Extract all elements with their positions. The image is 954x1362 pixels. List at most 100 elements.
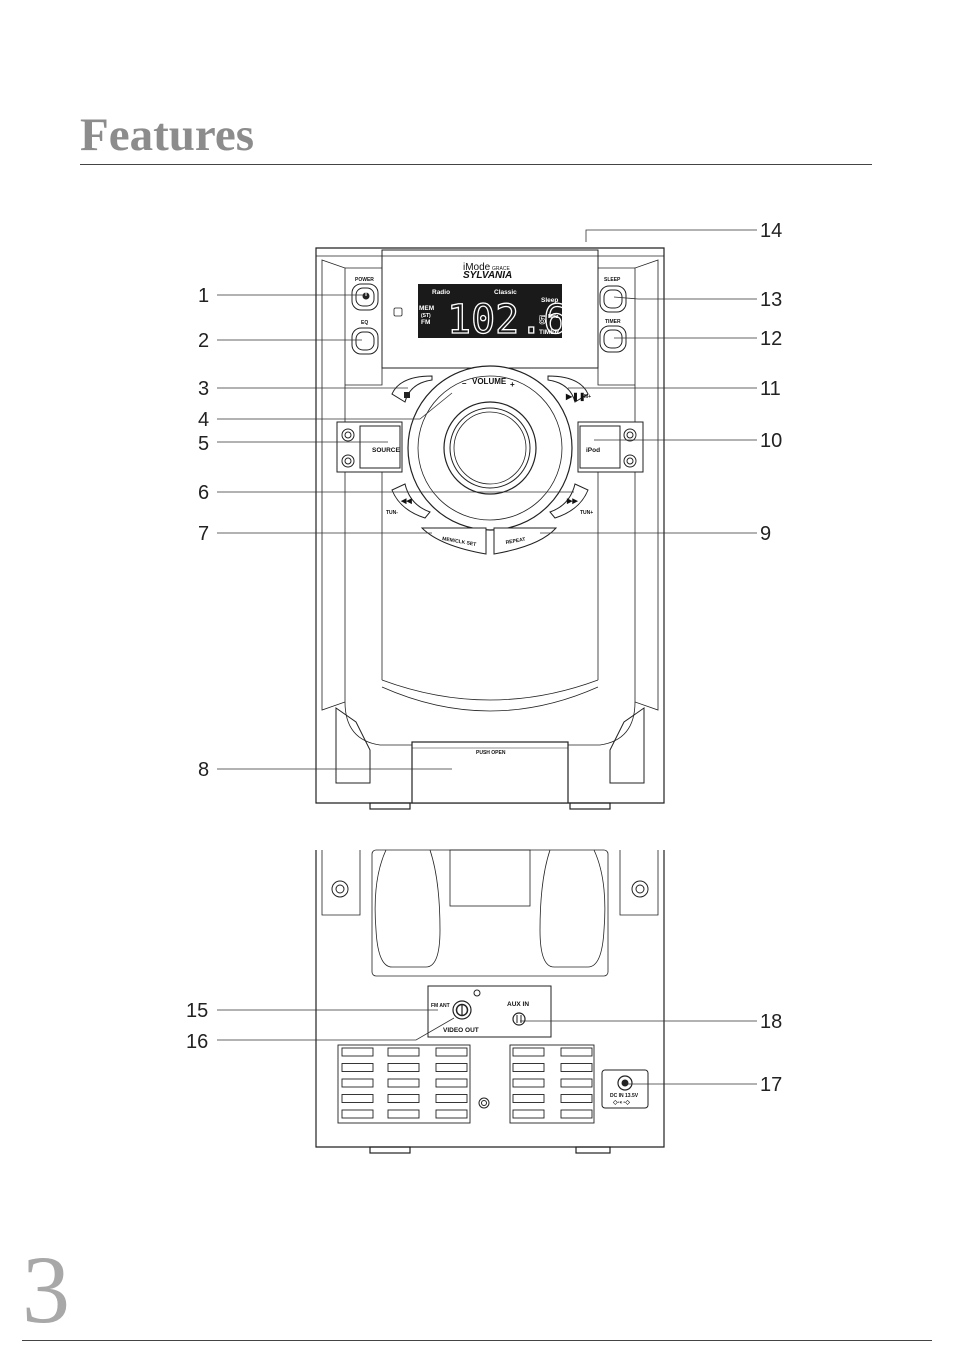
vent-slot [341,1078,374,1088]
vent-frame [337,1044,471,1124]
vent-slot [560,1047,593,1057]
brand-imode-sub: GRACE [492,266,510,272]
footer-divider [22,1340,932,1341]
display-sleep: Sleep [541,297,558,304]
dc-in-jack[interactable]: DC IN 13.5V ◇-◐-◇ [601,1069,649,1109]
sleep-button[interactable]: SLEEP [599,277,627,313]
callout-number-13: 13 [760,289,782,311]
callout-number-15: 15 [186,1000,208,1022]
vent-slot [387,1063,420,1072]
tun-plus-label: TUN+ [580,510,593,516]
callout-number-1: 1 [198,285,209,307]
prev-icon: ◀◀ [400,498,412,505]
ipod-button-assembly[interactable]: iPod [577,421,644,473]
vent-slot [435,1063,468,1072]
ipod-label: iPod [586,447,600,454]
vent-slot [560,1078,593,1088]
page-number: 3 [22,1236,70,1343]
display-radio: Radio [432,289,450,296]
play-pause-button[interactable] [547,375,589,403]
callout-number-10: 10 [760,430,782,452]
vent-slot [387,1047,420,1057]
tun-minus-label: TUN- [386,510,398,516]
vent-slot [512,1063,545,1072]
vent-slot [387,1094,420,1103]
m-plus-label: M+ [584,394,591,400]
cd-door[interactable]: PUSH OPEN [411,741,569,804]
volume-minus: – [462,379,467,388]
rear-screw-left [331,880,349,898]
eq-label: EQ [361,320,368,326]
callout-number-9: 9 [760,523,771,545]
vent-slot [512,1047,545,1057]
vent-slot [560,1063,593,1072]
video-out-label: VIDEO OUT [443,1027,479,1034]
play-pause-icon: ▶❚❚ [565,392,586,402]
vent-slot [435,1094,468,1103]
title-divider [80,164,872,165]
remote-sensor [393,307,403,317]
source-button-assembly[interactable]: SOURCE [336,421,403,473]
vent-slot [341,1094,374,1103]
rear-center-screw [478,1097,490,1109]
power-label: POWER [355,277,374,283]
next-icon: ▶▶ [566,498,578,505]
power-button[interactable]: POWER [351,277,379,311]
vent-slot [512,1094,545,1103]
front-cabinet-outline [315,247,665,804]
vent-slot [560,1109,593,1119]
callout-number-5: 5 [198,433,209,455]
page-title: Features [80,109,255,161]
callout-number-16: 16 [186,1031,208,1053]
fm-antenna-jack[interactable] [452,1000,472,1020]
brand-imode: iMode [463,262,491,273]
brand-sylvania: SYLVANIA [463,270,512,281]
display-unit: MHz [548,314,559,320]
right-bottom-slot [609,707,645,784]
repeat-button[interactable]: REPEAT [493,527,558,555]
timer-button[interactable]: TIMER [599,319,627,353]
callout-leader-16 [217,1017,455,1041]
vent-slot [435,1047,468,1057]
eq-button[interactable]: EQ [351,320,379,355]
vent-slot [341,1063,374,1072]
mem-clk-set-button[interactable]: MEM/CLK SET [420,527,487,555]
display-mem: MEM [419,305,434,312]
fm-ant-label: FM ANT [431,1003,450,1009]
display-frequency: 102.6 [447,297,567,343]
vent-slot [341,1047,374,1057]
vent-slot [512,1078,545,1088]
push-open-label: PUSH OPEN [476,750,506,756]
vent-slot [435,1109,468,1119]
timer-label: TIMER [605,319,621,325]
rear-screw-right [631,880,649,898]
vent-slot [387,1078,420,1088]
display-fm: FM [421,319,430,326]
display-small-digit: 5 [539,313,546,327]
callout-leader-13 [613,296,757,300]
front-unit [315,247,665,810]
volume-dial[interactable] [407,365,573,531]
vent-slot [341,1109,374,1119]
volume-label: VOLUME [472,377,507,386]
stop-icon [404,392,410,398]
callout-leader-14 [585,229,757,242]
callout-number-4: 4 [198,409,209,431]
callout-leader-4 [217,392,453,420]
callout-number-2: 2 [198,330,209,352]
callout-number-7: 7 [198,523,209,545]
sleep-label: SLEEP [604,277,621,283]
display-st: (ST) [421,313,431,319]
connector-panel [427,985,552,1038]
left-side-panel [321,259,346,711]
display-classic: Classic [494,289,517,296]
callout-number-12: 12 [760,328,782,350]
vent-slot [387,1109,420,1119]
rear-vents [337,1044,595,1124]
dc-in-label: DC IN 13.5V [610,1093,639,1099]
aux-in-jack[interactable] [512,1012,526,1026]
panel-screw [473,989,481,997]
polarity-icon: ◇-◐-◇ [612,1099,630,1106]
mem-clk-set-label: MEM/CLK SET [442,536,477,548]
